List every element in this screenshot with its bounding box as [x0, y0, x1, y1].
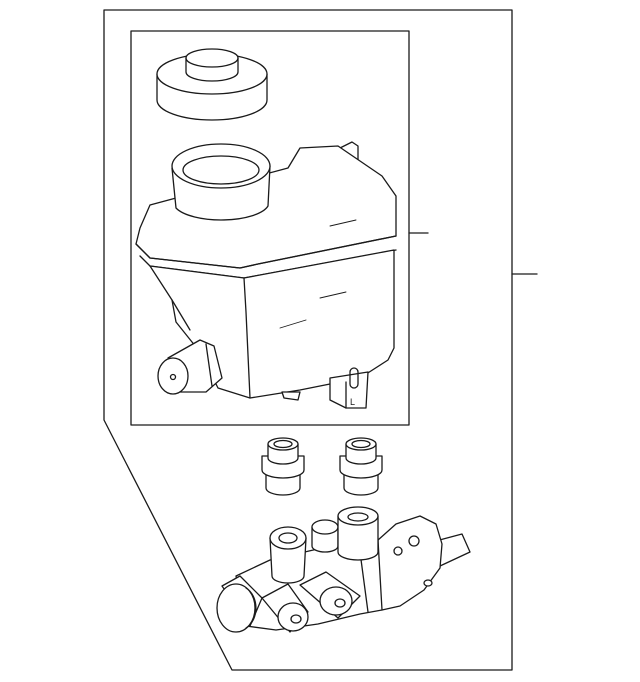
reservoir-kit-box — [130, 30, 410, 426]
reservoir-grommet-right — [339, 437, 383, 496]
reservoir-grommet-left — [261, 437, 305, 496]
master-cylinder-body — [216, 506, 471, 633]
reservoir-l-marking: L — [350, 397, 355, 407]
brake-fluid-reservoir: L — [135, 141, 397, 409]
assembly-outline — [103, 9, 513, 671]
reservoir-cap — [156, 48, 268, 121]
